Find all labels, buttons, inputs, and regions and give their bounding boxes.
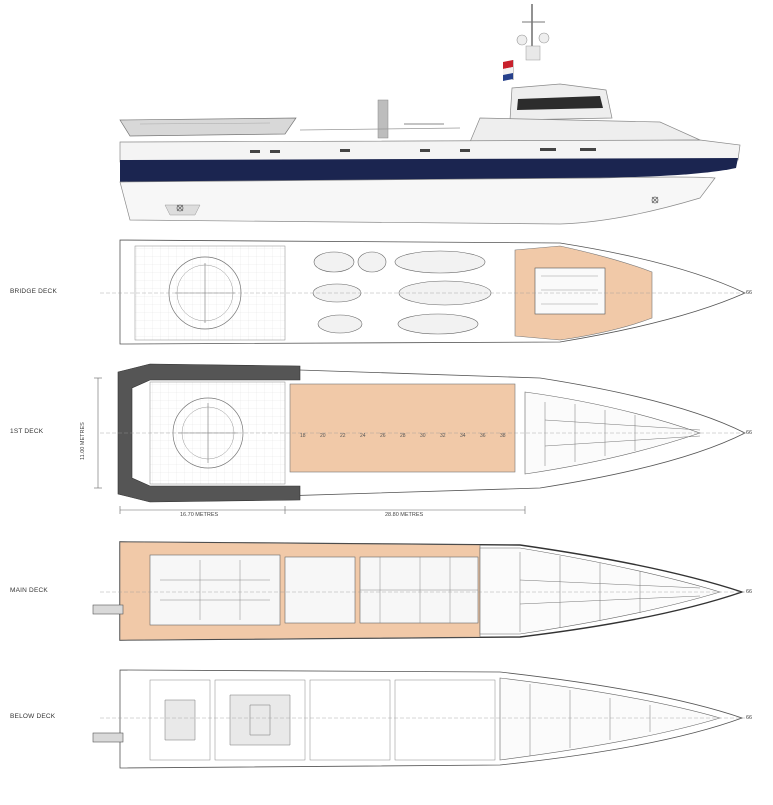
deck-label-below: BELOW DECK (10, 713, 56, 720)
bow-frame-label-1st: 66 (746, 430, 753, 436)
bow-frame-label-below: 66 (746, 715, 753, 721)
side-profile (119, 4, 741, 225)
frame-number: 36 (480, 433, 486, 439)
frame-number: 30 (420, 433, 426, 439)
beam-dimension-label: 11.00 METRES (80, 422, 86, 460)
main-deck-plan (92, 541, 745, 641)
frame-number: 18 (300, 433, 306, 439)
frame-number: 20 (320, 433, 326, 439)
mid-length-label: 28.80 METRES (385, 512, 424, 518)
radar-dome-icon (516, 34, 528, 46)
frame-scale: 18 20 22 24 26 28 30 32 34 36 38 (300, 433, 506, 439)
bow-frame-label-main: 66 (746, 589, 753, 595)
bow-frame-label-bridge: 66 (746, 290, 753, 296)
bridge-deck-plan (100, 239, 746, 345)
frame-number: 32 (440, 433, 446, 439)
deck-label-1st: 1ST DECK (10, 428, 44, 435)
first-deck-plan: 18 20 22 24 26 28 30 32 34 36 38 (94, 363, 746, 514)
frame-number: 22 (340, 433, 346, 439)
bow-thruster-icon (651, 196, 659, 204)
flag-icon (503, 60, 514, 81)
radar-dome-icon (538, 32, 550, 44)
aft-length-label: 16.70 METRES (180, 512, 219, 518)
deck-label-bridge: BRIDGE DECK (10, 288, 57, 295)
deck-label-main: MAIN DECK (10, 587, 48, 594)
frame-number: 34 (460, 433, 466, 439)
frame-number: 26 (380, 433, 386, 439)
propeller-icon (176, 204, 184, 212)
below-deck-plan (92, 669, 745, 769)
frame-number: 24 (360, 433, 366, 439)
frame-number: 28 (400, 433, 406, 439)
frame-number: 38 (500, 433, 506, 439)
